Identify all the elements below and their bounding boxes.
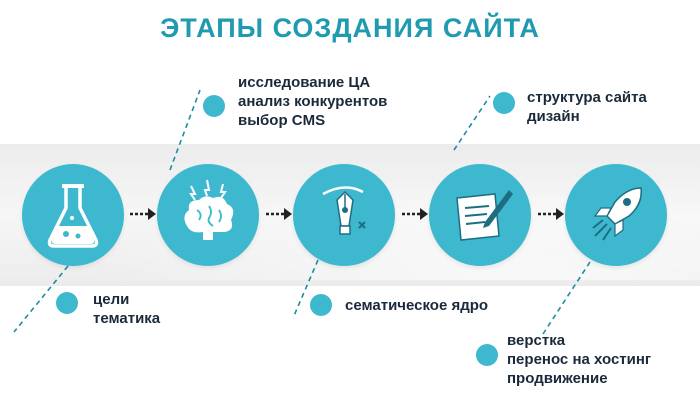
stage-1-dot (56, 292, 78, 314)
flask-icon (47, 184, 99, 248)
diagram-title: ЭТАПЫ СОЗДАНИЯ САЙТА (160, 13, 540, 43)
arrow-3-icon (402, 208, 428, 220)
stage-2-label: исследование ЦА анализ конкурентов выбор… (238, 73, 387, 130)
stage-3-label: сематическое ядро (345, 296, 488, 315)
connector-stage-3 (292, 259, 319, 319)
stage-4-line-1: структура сайта (527, 89, 647, 106)
stage-2-line-2: анализ конкурентов (238, 93, 388, 110)
rocket-icon (592, 187, 642, 241)
stage-5-dot (476, 344, 498, 366)
document-pencil-icon (456, 190, 513, 241)
stage-1-circle (22, 164, 124, 266)
stage-1-label: цели тематика (93, 290, 160, 328)
stage-5-line-2: перенос на хостинг (507, 351, 652, 368)
stage-2-line-1: исследование ЦА (238, 74, 371, 91)
stage-4-label: структура сайта дизайн (527, 88, 647, 126)
connector-stage-4 (453, 95, 491, 151)
stage-2-circle (157, 164, 259, 266)
brain-icon (184, 179, 234, 240)
stage-4-circle (429, 164, 531, 266)
stage-4-line-2: дизайн (527, 108, 580, 125)
stage-4-dot (493, 92, 515, 114)
arrow-2-icon (266, 208, 292, 220)
stage-5-label: верстка перенос на хостинг продвижение (507, 331, 651, 388)
stage-3-circle (293, 164, 395, 266)
stage-1-line-1: цели (93, 291, 130, 308)
stage-5-line-1: верстка (507, 332, 566, 349)
stage-2-dot (203, 95, 225, 117)
connector-stage-2 (169, 89, 201, 171)
stage-5-circle (565, 164, 667, 266)
stage-5-line-3: продвижение (507, 370, 608, 387)
stage-3-line-1: сематическое ядро (345, 297, 489, 314)
stage-2-line-3: выбор CMS (238, 112, 326, 129)
stage-3-dot (310, 294, 332, 316)
arrow-4-icon (538, 208, 564, 220)
connector-stage-5 (542, 261, 591, 335)
pen-nib-icon (322, 186, 366, 235)
stage-1-line-2: тематика (93, 310, 161, 327)
arrow-1-icon (130, 208, 156, 220)
